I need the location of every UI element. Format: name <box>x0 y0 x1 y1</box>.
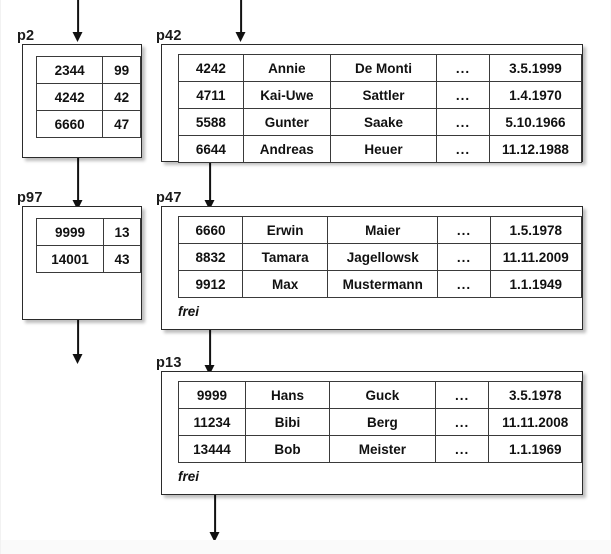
index-pointer: 43 <box>102 245 142 273</box>
record-id: 9912 <box>177 270 244 298</box>
record-more: ... <box>436 54 490 82</box>
table-row[interactable]: 4242 Annie De Monti ... 3.5.1999 <box>178 54 583 82</box>
leaf-table-p13: 9999 Hans Guck ... 3.5.1978 11234 Bibi B… <box>178 381 582 463</box>
table-row[interactable]: 9999 13 <box>36 218 142 246</box>
record-id: 11234 <box>178 408 246 436</box>
record-last: De Monti <box>329 54 438 82</box>
record-date: 1.1.1949 <box>489 270 583 298</box>
table-row[interactable]: 13444 Bob Meister ... 1.1.1969 <box>178 435 582 463</box>
record-more: ... <box>434 435 490 463</box>
table-row[interactable]: 6644 Andreas Heuer ... 11.12.1988 <box>178 135 583 163</box>
index-pointer: 42 <box>102 83 141 111</box>
record-id: 13444 <box>178 435 246 463</box>
index-pointer: 13 <box>102 218 142 246</box>
index-pointer: 47 <box>102 110 141 138</box>
record-date: 11.11.2008 <box>488 408 582 436</box>
index-key: 14001 <box>36 245 104 273</box>
record-first: Max <box>242 270 329 298</box>
table-row[interactable]: 9912 Max Mustermann ... 1.1.1949 <box>177 270 583 298</box>
node-p47[interactable]: 6660 Erwin Maier ... 1.5.1978 8832 Tamar… <box>161 206 583 330</box>
record-more: ... <box>434 408 490 436</box>
record-more: ... <box>437 243 491 271</box>
table-row[interactable]: 6660 Erwin Maier ... 1.5.1978 <box>177 216 583 244</box>
node-p13[interactable]: 9999 Hans Guck ... 3.5.1978 11234 Bibi B… <box>161 371 583 495</box>
node-label-p47: p47 <box>156 190 182 206</box>
record-id: 5588 <box>178 108 244 136</box>
record-last: Maier <box>327 216 439 244</box>
node-p97[interactable]: 9999 13 14001 43 <box>22 206 142 320</box>
record-date: 3.5.1978 <box>488 381 582 409</box>
table-row[interactable]: 5588 Gunter Saake ... 5.10.1966 <box>178 108 583 136</box>
free-space-label-p47: frei <box>178 304 200 319</box>
node-label-p2: p2 <box>17 28 35 44</box>
table-row[interactable]: 4242 42 <box>35 83 141 111</box>
record-more: ... <box>437 216 491 244</box>
node-label-p13: p13 <box>156 355 182 371</box>
record-more: ... <box>434 381 490 409</box>
record-last: Mustermann <box>327 270 439 298</box>
leaf-table-p47: 6660 Erwin Maier ... 1.5.1978 8832 Tamar… <box>177 216 583 298</box>
record-date: 1.4.1970 <box>488 81 583 109</box>
record-more: ... <box>437 270 491 298</box>
record-first: Bibi <box>244 408 331 436</box>
table-row[interactable]: 2344 99 <box>35 56 141 84</box>
record-last: Sattler <box>329 81 438 109</box>
record-id: 9999 <box>178 381 246 409</box>
record-last: Guck <box>329 381 436 409</box>
record-id: 4242 <box>178 54 244 82</box>
record-id: 4711 <box>178 81 244 109</box>
index-table-p97: 9999 13 14001 43 <box>36 218 142 273</box>
table-row[interactable]: 14001 43 <box>36 245 142 273</box>
record-first: Annie <box>242 54 331 82</box>
table-row[interactable]: 11234 Bibi Berg ... 11.11.2008 <box>178 408 582 436</box>
node-p2[interactable]: 2344 99 4242 42 6660 47 <box>22 44 142 158</box>
table-row[interactable]: 6660 47 <box>35 110 141 138</box>
index-key: 6660 <box>35 110 104 138</box>
record-date: 1.1.1969 <box>488 435 582 463</box>
node-label-p97: p97 <box>17 190 43 206</box>
record-first: Erwin <box>242 216 329 244</box>
record-first: Hans <box>244 381 331 409</box>
leaf-table-p42: 4242 Annie De Monti ... 3.5.1999 4711 Ka… <box>178 54 583 163</box>
record-id: 8832 <box>177 243 244 271</box>
record-first: Gunter <box>242 108 331 136</box>
record-first: Kai-Uwe <box>242 81 331 109</box>
index-key: 9999 <box>36 218 104 246</box>
record-id: 6660 <box>177 216 244 244</box>
record-last: Saake <box>329 108 438 136</box>
index-key: 4242 <box>35 83 104 111</box>
table-row[interactable]: 4711 Kai-Uwe Sattler ... 1.4.1970 <box>178 81 583 109</box>
node-p42[interactable]: 4242 Annie De Monti ... 3.5.1999 4711 Ka… <box>161 44 583 163</box>
record-last: Jagellowsk <box>327 243 439 271</box>
table-row[interactable]: 8832 Tamara Jagellowsk ... 11.11.2009 <box>177 243 583 271</box>
record-last: Heuer <box>329 135 438 163</box>
record-first: Tamara <box>242 243 329 271</box>
node-label-p42: p42 <box>156 28 182 44</box>
index-pointer: 99 <box>102 56 141 84</box>
record-date: 11.11.2009 <box>489 243 583 271</box>
record-more: ... <box>436 135 490 163</box>
index-key: 2344 <box>35 56 104 84</box>
record-date: 5.10.1966 <box>488 108 583 136</box>
table-row[interactable]: 9999 Hans Guck ... 3.5.1978 <box>178 381 582 409</box>
record-first: Andreas <box>242 135 331 163</box>
record-more: ... <box>436 81 490 109</box>
free-space-label-p13: frei <box>178 469 200 484</box>
index-table-p2: 2344 99 4242 42 6660 47 <box>35 56 141 138</box>
record-last: Meister <box>329 435 436 463</box>
record-last: Berg <box>329 408 436 436</box>
record-more: ... <box>436 108 490 136</box>
record-id: 6644 <box>178 135 244 163</box>
record-date: 11.12.1988 <box>488 135 583 163</box>
record-first: Bob <box>244 435 331 463</box>
record-date: 3.5.1999 <box>488 54 583 82</box>
record-date: 1.5.1978 <box>489 216 583 244</box>
